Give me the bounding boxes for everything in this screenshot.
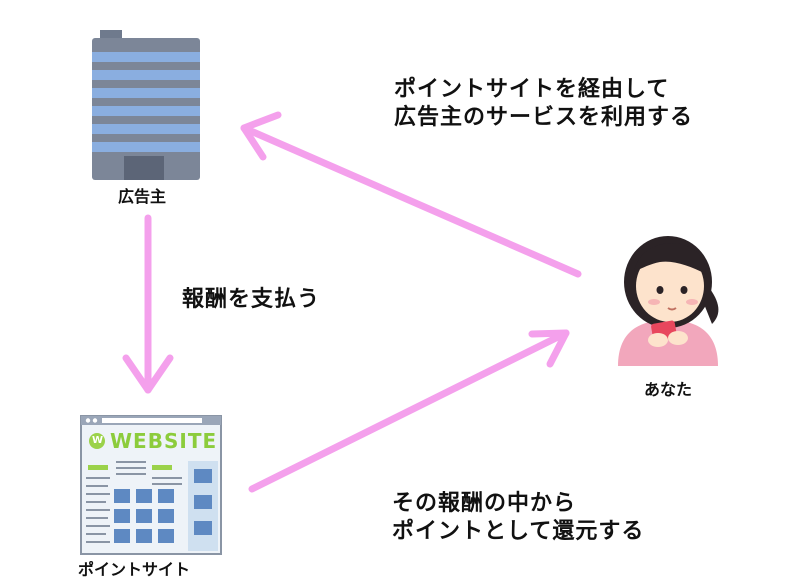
point-site-label: ポイントサイト <box>78 560 191 579</box>
site-to-you-caption-line2: ポイントとして還元する <box>392 519 645 544</box>
website-icon-drawing <box>80 415 222 555</box>
office-building-icon <box>92 30 200 180</box>
site-to-you-caption-line1: その報酬の中から <box>392 491 577 516</box>
website-logo-text: WEBSITE <box>110 429 218 453</box>
website-icon: W WEBSITE <box>80 415 222 555</box>
website-logo-w: W <box>92 435 104 446</box>
arrow-you-to-advertiser <box>240 111 582 278</box>
arrow-site-to-you <box>248 329 570 493</box>
advertiser-to-site-caption: 報酬を支払う <box>182 287 321 312</box>
girl-with-smartphone-icon <box>618 236 719 366</box>
advertiser-label: 広告主 <box>118 187 167 206</box>
arrow-advertiser-to-site <box>122 214 174 394</box>
you-to-advertiser-caption-line2: 広告主のサービスを利用する <box>394 105 694 130</box>
you-label: あなた <box>644 380 693 399</box>
you-to-advertiser-caption-line1: ポイントサイトを経由して <box>394 77 670 102</box>
